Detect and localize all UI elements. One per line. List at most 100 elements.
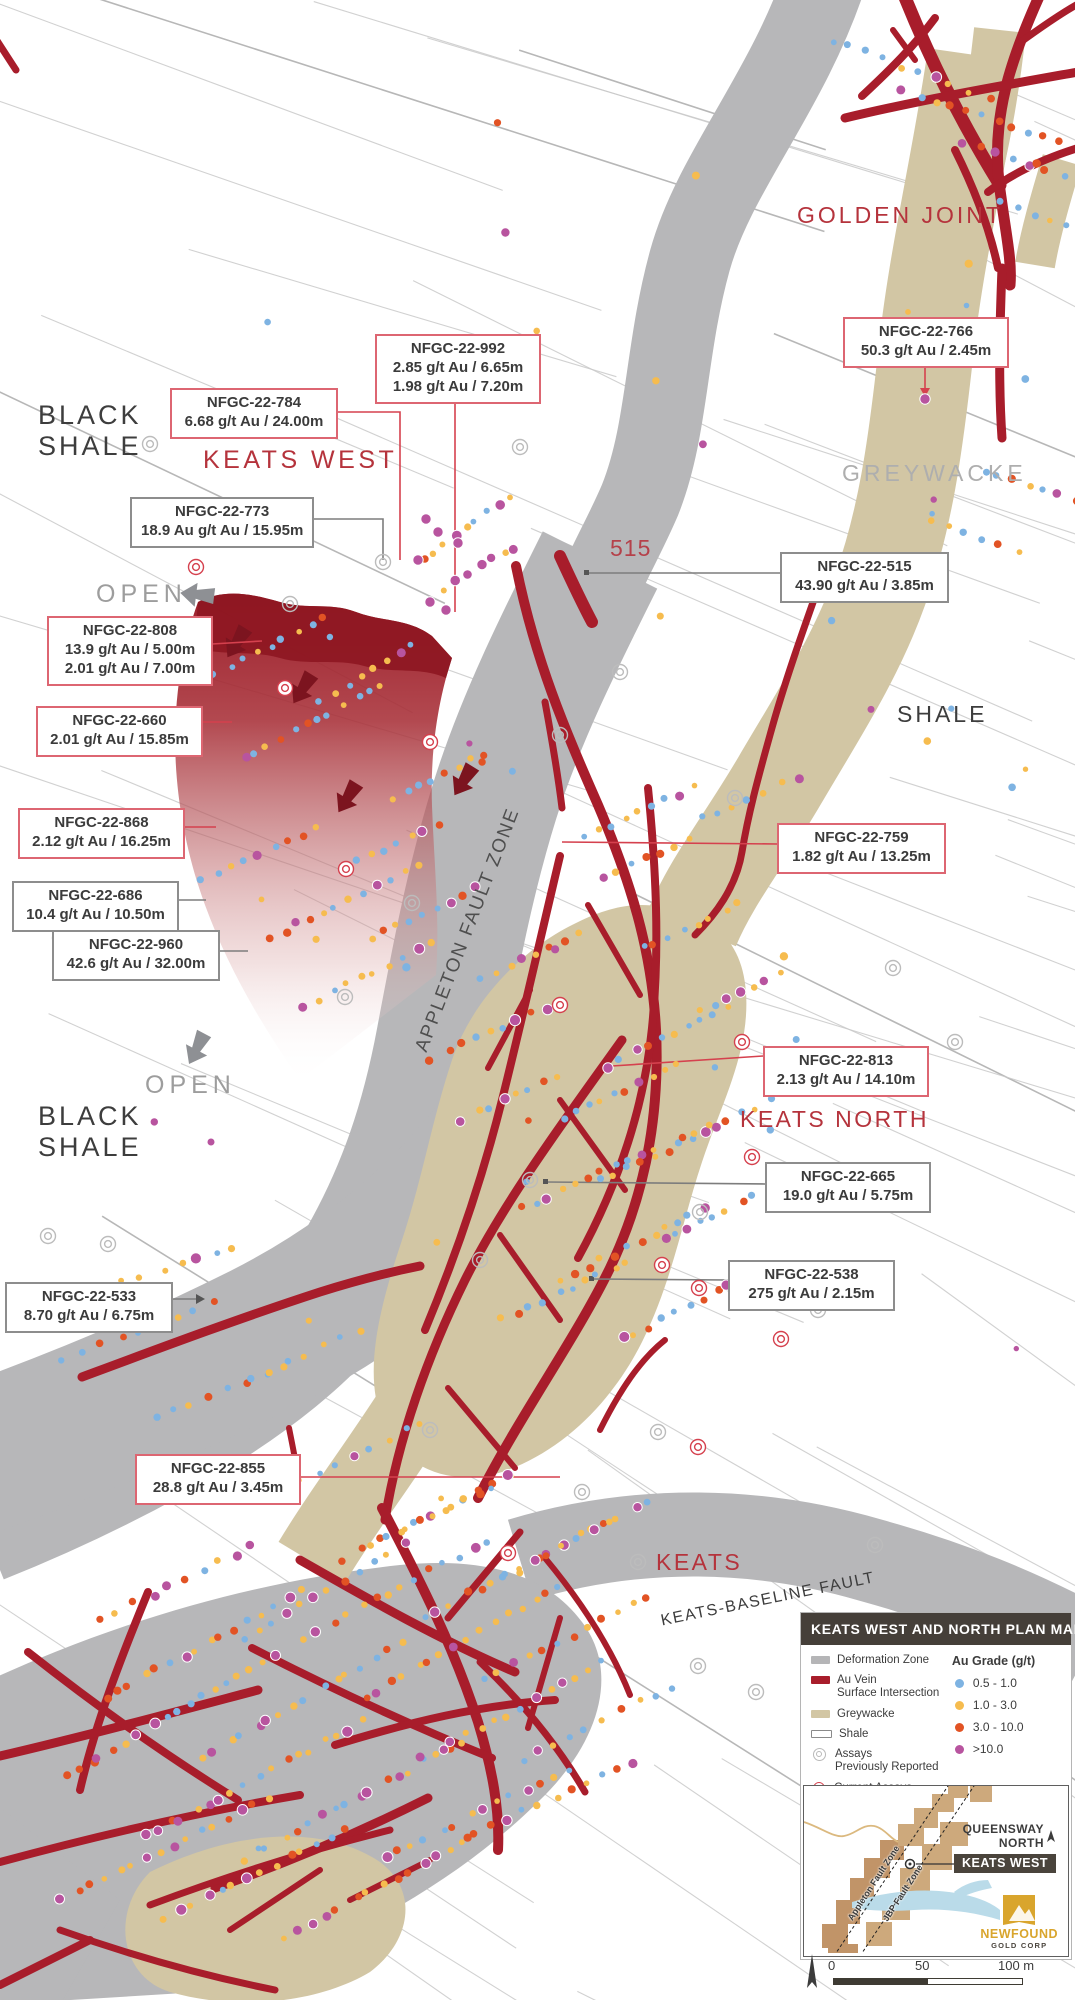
keats-west-inset-label: KEATS WEST (954, 1854, 1057, 1873)
drillhole-id: NFGC-22-686 (48, 887, 143, 904)
au-grade-entry: 1.0 - 3.0 (952, 1698, 1063, 1712)
grade-range-label: 1.0 - 3.0 (972, 1698, 1017, 1712)
scale-0: 0 (828, 1958, 836, 1973)
assay-interval: 275 g/t Au / 2.15m (748, 1284, 875, 1302)
legend-title: KEATS WEST AND NORTH PLAN MAP (801, 1613, 1075, 1645)
north-arrow (807, 1954, 817, 1988)
assay-interval: 1.82 g/t Au / 13.25m (792, 847, 931, 865)
assay-intervals: 19.0 g/t Au / 5.75m (776, 1187, 920, 1206)
assay-intervals: 1.82 g/t Au / 13.25m (788, 848, 935, 867)
grade-range-label: 0.5 - 1.0 (972, 1676, 1017, 1690)
assay-interval: 18.9 Au g/t Au / 15.95m (141, 521, 304, 539)
drillhole-id: NFGC-22-992 (410, 340, 506, 357)
plunge-arrow-4 (452, 762, 480, 796)
drillhole-id: NFGC-22-868 (54, 814, 149, 831)
drillhole-callout: NFGC-22-660 2.01 g/t Au / 15.85m (36, 706, 203, 757)
grade-range-label: >10.0 (972, 1742, 1004, 1756)
drillhole-callout: NFGC-22-686 10.4 g/t Au / 10.50m (12, 881, 179, 932)
region-label: 515 (610, 535, 652, 561)
assay-interval: 2.85 g/t Au / 6.65m (392, 358, 524, 376)
drillhole-id: NFGC-22-960 (88, 936, 184, 953)
legend-panel: KEATS WEST AND NORTH PLAN MAP Deformatio… (800, 1612, 1075, 1960)
grade-dot-icon (954, 1722, 964, 1732)
inset-map-art (804, 1786, 1055, 1956)
region-label: BLACK SHALE (38, 400, 142, 462)
drillhole-callout: NFGC-22-759 1.82 g/t Au / 13.25m (777, 823, 946, 874)
au-grade-entry: 3.0 - 10.0 (952, 1720, 1063, 1734)
assay-intervals: 2.12 g/t Au / 16.25m (29, 833, 174, 852)
assay-interval: 10.4 g/t Au / 10.50m (26, 905, 165, 923)
assay-intervals: 10.4 g/t Au / 10.50m (23, 906, 168, 925)
region-label: KEATS NORTH (740, 1106, 929, 1132)
region-label: OPEN (145, 1071, 236, 1099)
region-label: KEATS (656, 1549, 743, 1575)
leader-arrowhead (920, 388, 930, 397)
direction-arrows (180, 582, 480, 1065)
inset-north-arrow (1047, 1830, 1055, 1842)
legend-item: Greywacke (811, 1708, 952, 1721)
plunge-arrow-2 (291, 670, 319, 704)
assay-intervals: 8.70 g/t Au / 6.75m (16, 1307, 162, 1326)
assay-interval: 50.3 g/t Au / 2.45m (860, 341, 992, 359)
drillhole-callout: NFGC-22-868 2.12 g/t Au / 16.25m (18, 808, 185, 859)
assay-interval: 19.0 g/t Au / 5.75m (782, 1186, 914, 1204)
assay-intervals: 6.68 g/t Au / 24.00m (181, 413, 327, 432)
plunge-arrow-1 (225, 624, 253, 658)
drillhole-callout: NFGC-22-784 6.68 g/t Au / 24.00m (170, 388, 338, 439)
assay-markers (39, 435, 964, 1701)
drillhole-callout: NFGC-22-855 28.8 g/t Au / 3.45m (135, 1454, 301, 1505)
grade-dot-icon (954, 1678, 964, 1688)
drillhole-id: NFGC-22-773 (175, 503, 270, 520)
assay-intervals: 2.13 g/t Au / 14.10m (774, 1071, 918, 1090)
legend-item: Shale (811, 1728, 952, 1741)
assay-interval: 43.90 g/t Au / 3.85m (795, 576, 934, 594)
assay-interval: 13.9 g/t Au / 5.00m (64, 640, 196, 658)
leader-arrowhead (196, 1294, 205, 1304)
legend-item: Deformation Zone (811, 1654, 952, 1667)
scale-bar-track (833, 1978, 1023, 1985)
road-line (804, 1821, 899, 1843)
legend-item-label: Deformation Zone (837, 1654, 930, 1666)
region-label: KEATS WEST (203, 446, 398, 474)
drillhole-callout: NFGC-22-813 2.13 g/t Au / 14.10m (763, 1046, 929, 1097)
assay-interval: 1.98 g/t Au / 7.20m (392, 377, 524, 395)
newfound-logo: NEWFOUND GOLD CORP (980, 1895, 1058, 1950)
legend-item-label: Greywacke (837, 1707, 895, 1720)
drillhole-callout: NFGC-22-766 50.3 g/t Au / 2.45m (843, 317, 1009, 368)
drillhole-callout: NFGC-22-773 18.9 Au g/t Au / 15.95m (130, 497, 315, 548)
legend-item-label: Shale (839, 1727, 869, 1740)
greywacke-swatch (811, 1709, 830, 1718)
callout-leader-lines (172, 362, 931, 1478)
assay-dots (54, 39, 1075, 1942)
drillhole-callout: NFGC-22-515 43.90 g/t Au / 3.85m (780, 552, 949, 603)
fault-lines (833, 1786, 975, 1956)
drillhole-id: NFGC-22-813 (798, 1052, 894, 1069)
assay-interval: 2.12 g/t Au / 16.25m (32, 832, 171, 850)
plunge-arrow-3 (336, 779, 364, 813)
assay-previous-icon (813, 1748, 826, 1762)
assay-interval: 28.8 g/t Au / 3.45m (152, 1478, 284, 1496)
drillhole-id: NFGC-22-665 (800, 1168, 896, 1185)
drillhole-id: NFGC-22-515 (817, 558, 912, 575)
deformation-swatch (811, 1656, 830, 1664)
assay-intervals: 2.01 g/t Au / 15.85m (47, 731, 192, 750)
drillhole-callout: NFGC-22-665 19.0 g/t Au / 5.75m (765, 1162, 931, 1213)
grade-dot-icon (954, 1744, 964, 1754)
region-label: GREYWACKE (842, 460, 1027, 486)
assay-dot-highlight (919, 393, 931, 405)
assay-intervals: 43.90 g/t Au / 3.85m (791, 577, 938, 596)
drillhole-id: NFGC-22-759 (814, 829, 909, 846)
drillhole-id: NFGC-22-855 (170, 1460, 266, 1477)
assay-intervals: 18.9 Au g/t Au / 15.95m (141, 522, 303, 541)
